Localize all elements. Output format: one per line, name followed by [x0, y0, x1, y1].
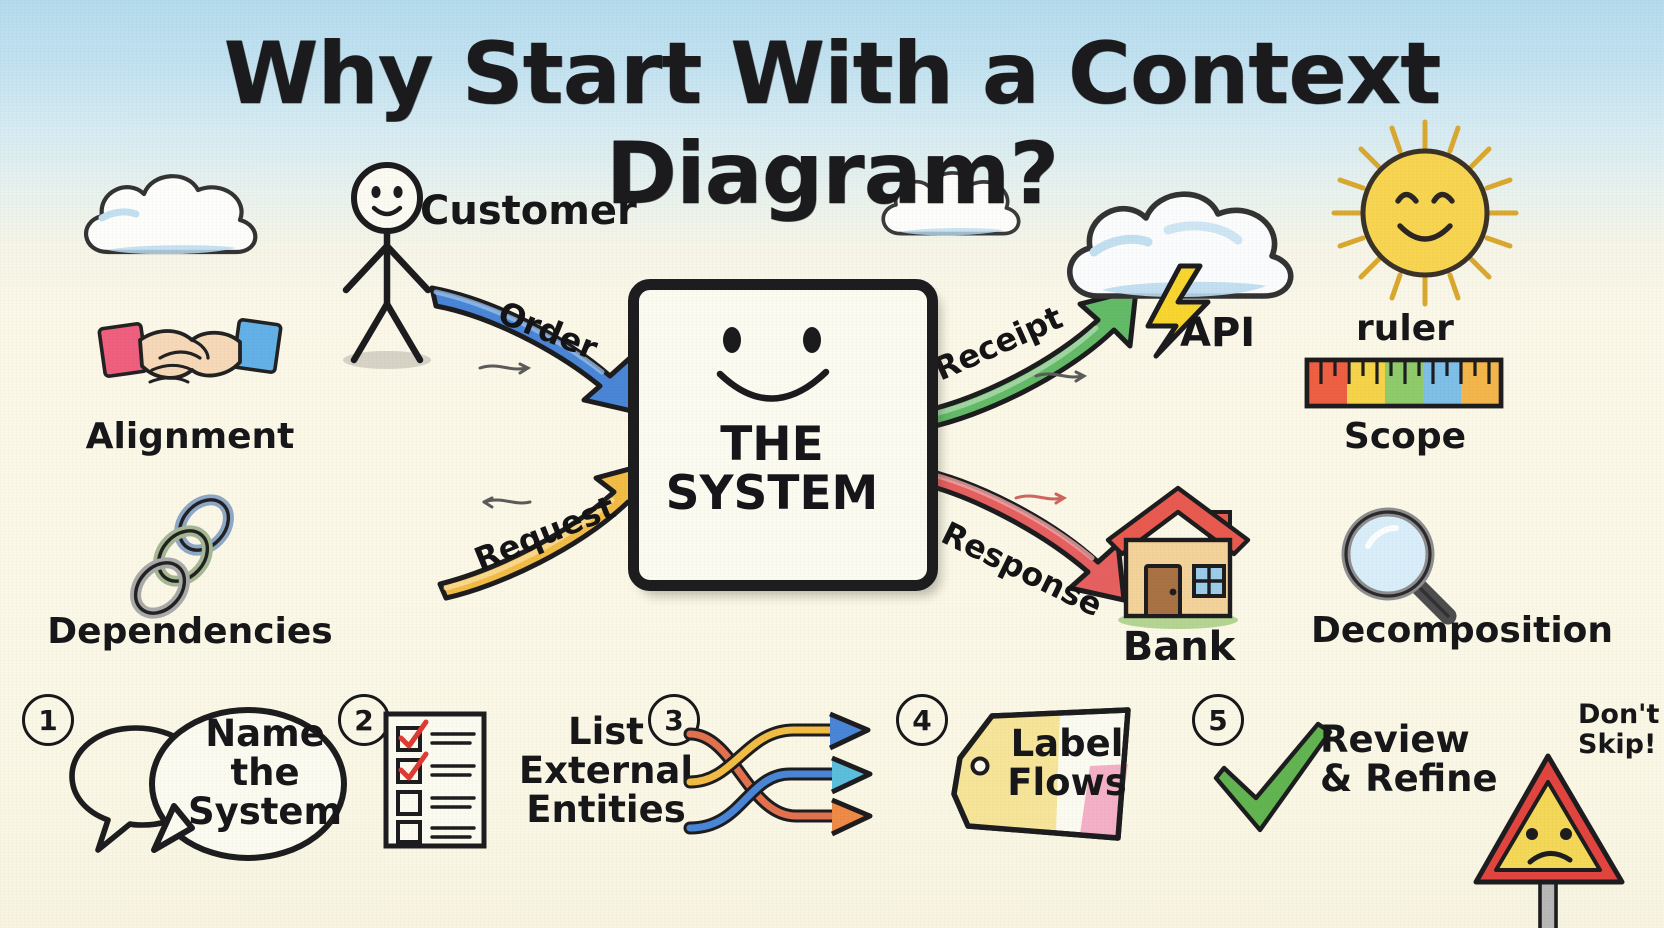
benefit-label-scope: Scope	[1343, 416, 1467, 457]
cloud-icon	[72, 160, 272, 270]
step-label-2: List External Entities	[518, 710, 694, 832]
speech-bubbles-icon	[58, 704, 348, 874]
chain-link-icon	[118, 492, 248, 622]
step-number-3: 3	[648, 694, 700, 746]
benefit-label-alignment: Alignment	[85, 416, 295, 457]
actor-label-api: API	[1180, 310, 1256, 356]
system-name: THE SYSTEM	[665, 417, 879, 522]
benefit-label-dependencies: Dependencies	[47, 611, 333, 652]
page-title: Why Start With a Context Diagram?	[223, 24, 1442, 224]
step-number-4: 4	[896, 694, 948, 746]
magnifying-glass-icon	[1332, 498, 1462, 628]
price-tag-icon	[940, 707, 1140, 848]
flow-arrow-order	[424, 272, 654, 432]
benefit-label-decomposition: Decomposition	[1310, 610, 1614, 651]
cloud-lightning-icon	[1052, 168, 1294, 359]
warning-sign-sad-face-icon	[1473, 750, 1634, 928]
ruler-caption: ruler	[1356, 308, 1454, 349]
stick-figure-icon	[332, 162, 442, 382]
house-icon	[1100, 474, 1260, 634]
cloud-icon	[872, 160, 1032, 248]
handshake-icon	[97, 300, 283, 420]
actor-label-customer: Customer	[420, 188, 637, 234]
step-label-4: Label Flows	[1007, 722, 1127, 805]
crossing-arrows-icon	[683, 711, 886, 852]
step-number-1: 1	[22, 694, 74, 746]
step-label-5: Review & Refine	[1320, 718, 1498, 801]
system-box[interactable]	[628, 279, 938, 591]
flow-arrow-receipt	[916, 280, 1166, 450]
smiley-face-icon	[700, 318, 850, 418]
ruler-icon	[1304, 356, 1504, 412]
step-label-1: Name the System	[187, 712, 343, 834]
step-number-5: 5	[1192, 694, 1244, 746]
green-check-icon	[1210, 721, 1340, 842]
actor-label-bank: Bank	[1122, 624, 1236, 670]
warning-label: Don't Skip!	[1578, 699, 1660, 761]
smiling-sun-icon	[1330, 118, 1520, 308]
checklist-icon	[380, 710, 490, 850]
